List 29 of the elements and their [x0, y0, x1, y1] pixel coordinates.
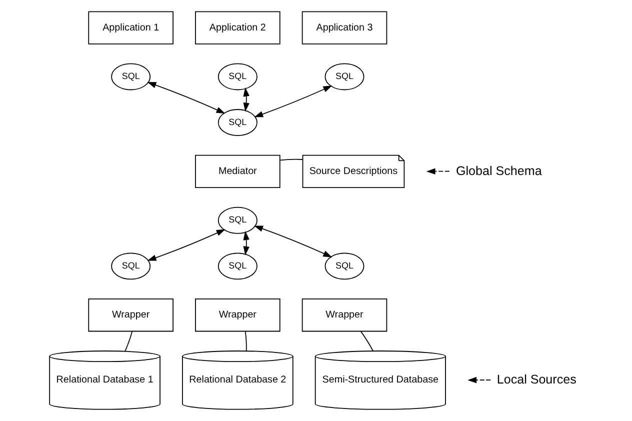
node-ellipse: SQL: [111, 63, 151, 90]
node-ellipse: SQL: [218, 206, 258, 234]
node-ellipse: SQL: [218, 63, 258, 90]
arrow: [254, 86, 332, 118]
node-ellipse: SQL: [218, 252, 258, 280]
arrow: [468, 376, 492, 384]
connector: [124, 330, 133, 352]
arrow: [243, 87, 250, 112]
node-ellipse: SQL: [111, 252, 151, 280]
node-box: Wrapper: [302, 298, 388, 332]
node-ellipse: SQL: [324, 63, 364, 90]
node-box: Application 2: [195, 11, 280, 44]
node-box: Wrapper: [195, 298, 280, 332]
node-text: Local Sources: [496, 372, 576, 386]
node-ellipse: SQL: [218, 109, 258, 136]
connector: [280, 158, 304, 161]
arrow: [147, 229, 226, 261]
node-box: Wrapper: [88, 298, 174, 332]
arrow: [254, 226, 332, 258]
connector: [360, 330, 374, 352]
node-box: Application 3: [302, 11, 388, 44]
arrow: [147, 82, 226, 114]
connector: [244, 330, 247, 352]
node-ellipse: SQL: [324, 252, 364, 280]
arrow: [243, 231, 250, 256]
arrow: [426, 168, 450, 174]
node-text: Global Schema: [456, 164, 542, 178]
node-box: Application 1: [88, 11, 174, 44]
node-box: Mediator: [195, 154, 280, 188]
